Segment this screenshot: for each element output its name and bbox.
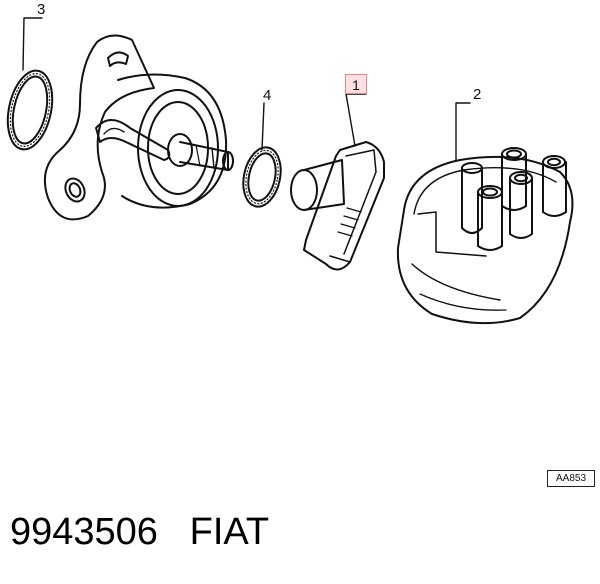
o-ring-small: [242, 146, 282, 208]
leader-line-2: [455, 102, 471, 161]
distributor-cap: [396, 147, 574, 325]
callout-3: 3: [37, 1, 46, 18]
callout-1-highlighted: 1: [345, 74, 367, 94]
leader-line-1: [345, 93, 367, 147]
diagram-code-label: AA853: [547, 470, 595, 487]
callout-2: 2: [473, 86, 482, 103]
leader-line-4: [261, 102, 265, 151]
part-number-footer: 9943506 FIAT: [10, 511, 269, 554]
brand-name: FIAT: [189, 511, 270, 553]
rotor-arm: [290, 141, 385, 271]
distributor-housing: [44, 34, 234, 221]
o-ring-large: [6, 69, 54, 151]
leader-line-3: [22, 17, 43, 71]
part-number: 9943506: [10, 511, 158, 553]
callout-4: 4: [263, 87, 272, 104]
